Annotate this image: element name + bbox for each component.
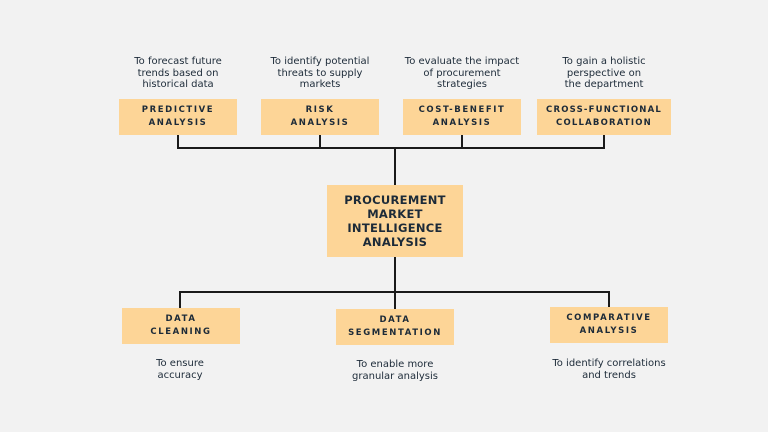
data-segmentation-box: DATA SEGMENTATION [336, 309, 454, 345]
data-cleaning-box: DATA CLEANING [122, 308, 240, 344]
procurement-market-intelligence-box: PROCUREMENT MARKET INTELLIGENCE ANALYSIS [327, 185, 463, 257]
comparative-analysis-box: COMPARATIVE ANALYSIS [550, 307, 668, 343]
cost-benefit-analysis-box: COST-BENEFIT ANALYSIS [403, 99, 521, 135]
top-description-4: To gain a holistic perspective on the de… [562, 56, 646, 90]
bottom-description-3: To identify correlations and trends [552, 358, 666, 381]
predictive-analysis-box: PREDICTIVE ANALYSIS [119, 99, 237, 135]
bottom-description-2: To enable more granular analysis [352, 359, 438, 382]
top-description-3: To evaluate the impact of procurement st… [404, 56, 520, 90]
cross-functional-collaboration-box: CROSS-FUNCTIONAL COLLABORATION [537, 99, 671, 135]
top-description-2: To identify potential threats to supply … [270, 56, 370, 90]
risk-analysis-box: RISK ANALYSIS [261, 99, 379, 135]
bottom-description-1: To ensure accuracy [156, 358, 204, 381]
top-description-1: To forecast future trends based on histo… [134, 56, 222, 90]
